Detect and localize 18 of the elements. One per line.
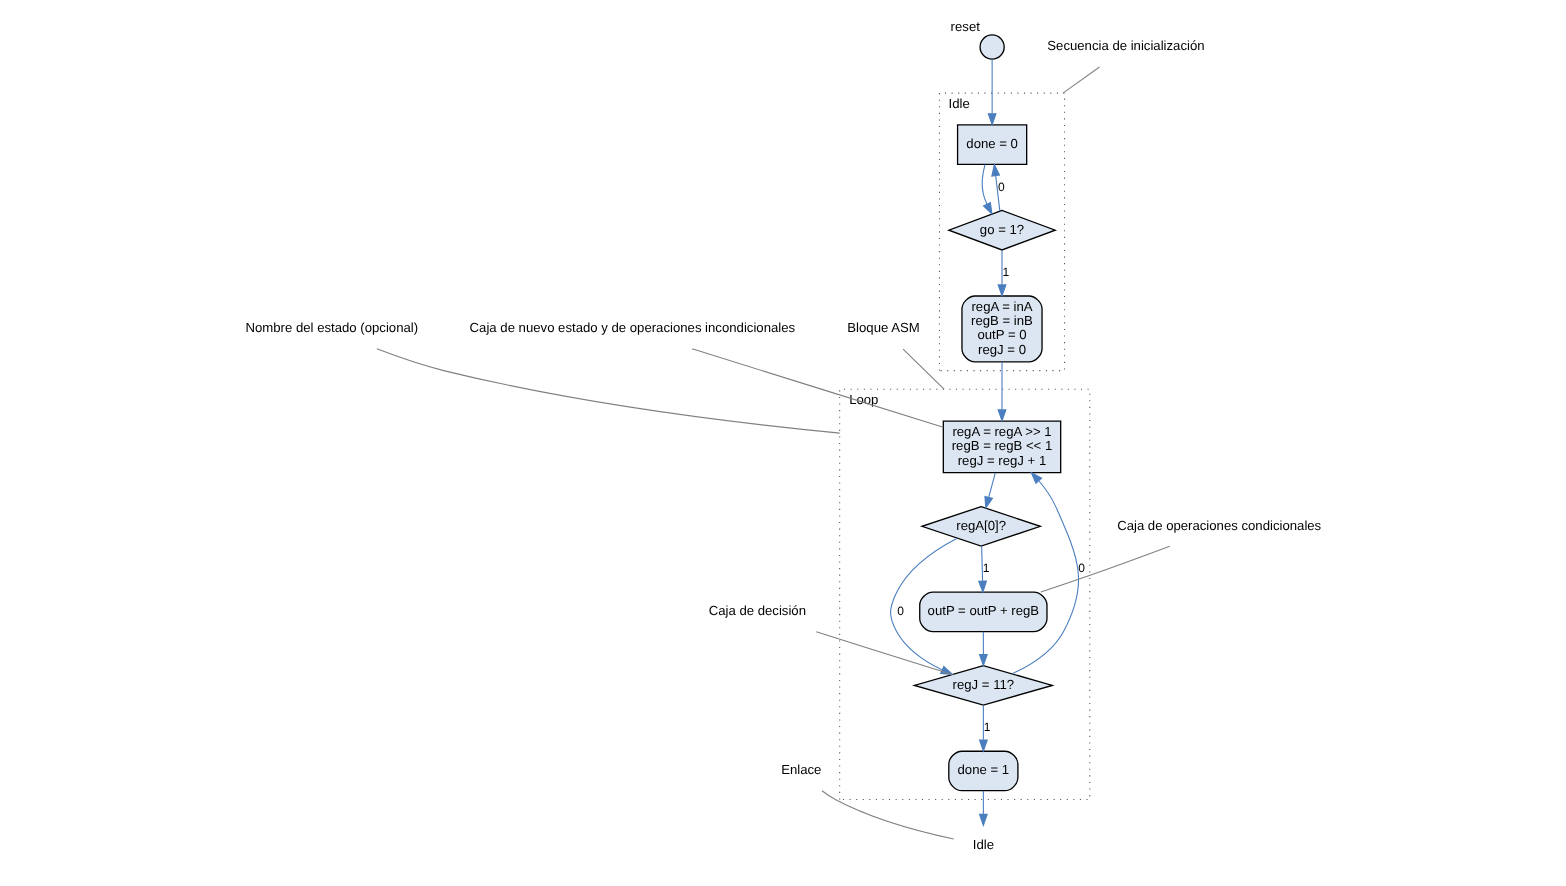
connector — [820, 790, 954, 840]
connector — [375, 348, 840, 434]
arrow — [976, 545, 987, 594]
connector — [1039, 545, 1170, 593]
arrow — [983, 472, 995, 510]
arrow — [977, 631, 987, 668]
connector — [690, 348, 943, 428]
connector — [901, 348, 944, 390]
arrow — [990, 163, 1000, 212]
arrow — [1010, 471, 1079, 675]
arrow — [980, 164, 992, 216]
arrow — [977, 704, 987, 753]
connector — [1061, 66, 1100, 94]
arrow — [996, 361, 1006, 423]
arrow — [986, 58, 996, 127]
node-circle — [978, 34, 1004, 60]
arrow — [977, 790, 987, 827]
arrow — [996, 249, 1006, 298]
